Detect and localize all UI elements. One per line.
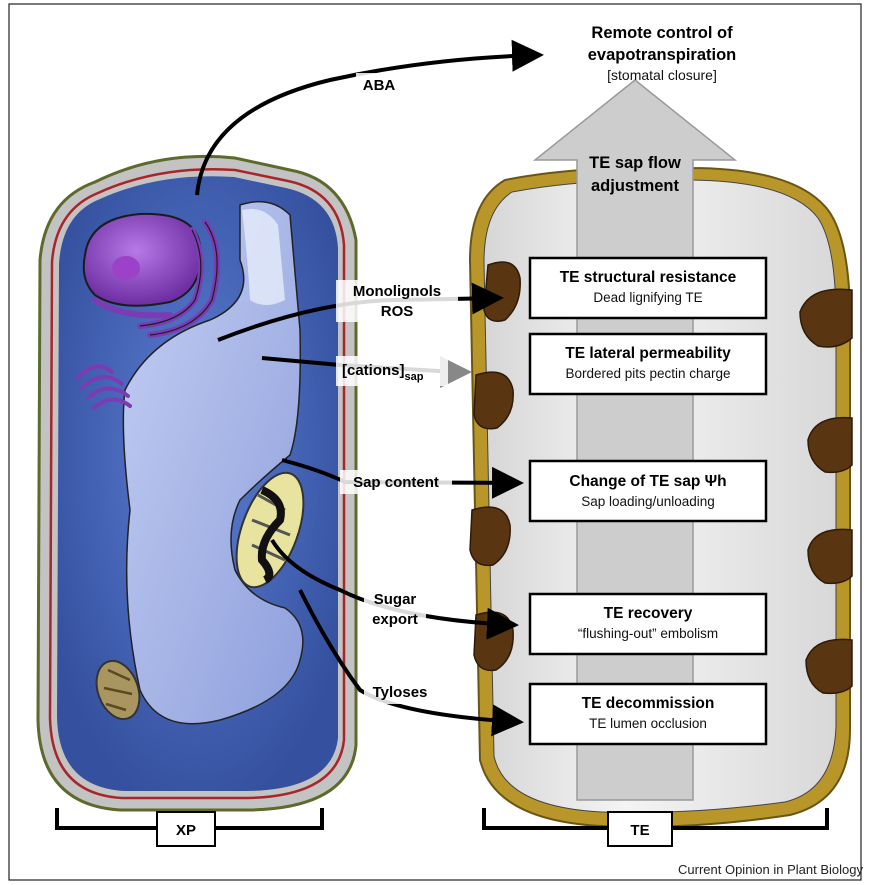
label-ros: ROS — [381, 303, 414, 320]
sap-flow-label-line2: adjustment — [591, 177, 680, 195]
te-box-4: TE recovery “flushing-out” embolism — [530, 594, 766, 654]
xp-cell — [38, 156, 356, 810]
xp-label: XP — [176, 822, 196, 839]
label-tyloses: Tyloses — [373, 684, 428, 701]
top-title-line2: evapotranspiration — [588, 46, 737, 64]
box-3-sub: Sap loading/unloading — [581, 494, 715, 509]
nucleolus — [112, 256, 140, 280]
top-title-line1: Remote control of — [591, 24, 733, 42]
label-monolignols: Monolignols — [353, 283, 441, 300]
top-subtitle: [stomatal closure] — [607, 67, 717, 83]
nucleus — [84, 214, 201, 306]
label-sap-content: Sap content — [353, 474, 439, 491]
te-box-5: TE decommission TE lumen occlusion — [530, 684, 766, 744]
box-2-title: TE lateral permeability — [565, 345, 731, 362]
te-box-2: TE lateral permeability Bordered pits pe… — [530, 334, 766, 394]
box-3-title: Change of TE sap Ψh — [569, 473, 726, 490]
box-1-title: TE structural resistance — [560, 269, 737, 286]
label-sugar: Sugar — [374, 591, 417, 608]
box-4-title: TE recovery — [604, 605, 693, 622]
box-5-title: TE decommission — [582, 695, 715, 712]
box-4-sub: “flushing-out” embolism — [578, 626, 718, 641]
label-export: export — [372, 611, 418, 628]
box-2-sub: Bordered pits pectin charge — [565, 366, 730, 381]
te-box-1: TE structural resistance Dead lignifying… — [530, 258, 766, 318]
label-aba: ABA — [363, 77, 396, 94]
box-1-sub: Dead lignifying TE — [593, 290, 702, 305]
te-label: TE — [630, 822, 649, 839]
sap-flow-label-line1: TE sap flow — [589, 154, 681, 172]
te-box-3: Change of TE sap Ψh Sap loading/unloadin… — [530, 461, 766, 521]
figure-credit: Current Opinion in Plant Biology — [678, 862, 863, 877]
box-5-sub: TE lumen occlusion — [589, 716, 707, 731]
